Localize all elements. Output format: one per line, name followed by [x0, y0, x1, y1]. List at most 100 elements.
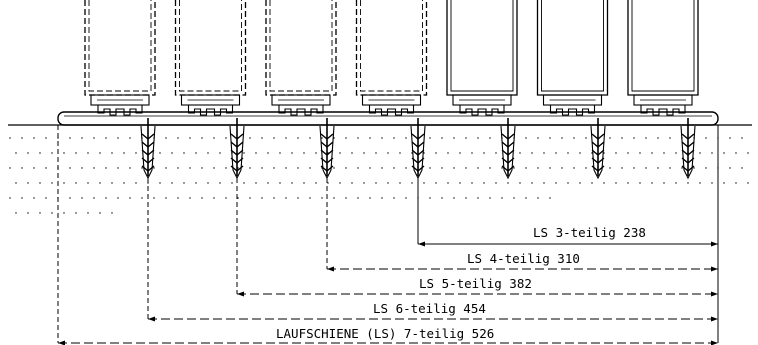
ground-dot: [567, 182, 569, 184]
ground-dot: [309, 167, 311, 169]
ground-dot: [663, 182, 665, 184]
ground-dot: [195, 182, 197, 184]
ground-dot: [87, 152, 89, 154]
ground-dot: [345, 167, 347, 169]
ground-dot: [651, 152, 653, 154]
ground-dot: [267, 152, 269, 154]
ground-dot: [135, 152, 137, 154]
ground-dot: [291, 182, 293, 184]
ground-dot: [687, 182, 689, 184]
ground-dot: [21, 197, 23, 199]
rail-runner: [368, 105, 415, 116]
ground-dot: [9, 137, 11, 139]
ground-dot: [603, 182, 605, 184]
ground-dot: [297, 197, 299, 199]
ground-dot: [297, 137, 299, 139]
ground-dot: [579, 152, 581, 154]
panel-glass: [179, 0, 242, 92]
panel-frame: [536, 0, 609, 96]
ground-dot: [327, 182, 329, 184]
ground-dot: [249, 137, 251, 139]
ground-dot: [303, 182, 305, 184]
ground-dot: [393, 167, 395, 169]
ground-dot: [339, 152, 341, 154]
ground-dot: [141, 197, 143, 199]
ground-dot: [369, 137, 371, 139]
ground-dot: [429, 137, 431, 139]
ground-dot: [345, 197, 347, 199]
ground-dot: [297, 167, 299, 169]
ground-dot: [657, 137, 659, 139]
ground-dot: [99, 152, 101, 154]
anchor-group: [140, 118, 696, 180]
ground-dot: [255, 152, 257, 154]
ground-dot: [645, 137, 647, 139]
ground-dot: [537, 167, 539, 169]
ground-dot: [423, 182, 425, 184]
ground-dot: [207, 182, 209, 184]
ground-dot: [39, 152, 41, 154]
ground-dot: [495, 152, 497, 154]
ground-dot: [345, 137, 347, 139]
ground-dot: [219, 182, 221, 184]
ground-dot: [273, 197, 275, 199]
ground-dot: [171, 152, 173, 154]
ground-dot: [111, 212, 113, 214]
ground-dot: [447, 152, 449, 154]
ground-dot: [477, 197, 479, 199]
dim-arrow-right: [711, 316, 718, 322]
ground-dot: [363, 152, 365, 154]
dim-label-ls6: LS 6-teilig 454: [373, 301, 486, 316]
ground-dot: [375, 152, 377, 154]
ground-dot: [75, 182, 77, 184]
ground-dot: [381, 197, 383, 199]
ground-dot: [741, 137, 743, 139]
ground-dot: [489, 197, 491, 199]
ground-dot: [441, 197, 443, 199]
ground-dot: [735, 182, 737, 184]
ground-dot: [375, 182, 377, 184]
ground-dot: [129, 167, 131, 169]
ground-dot: [81, 197, 83, 199]
ground-dot: [75, 152, 77, 154]
ground-dot: [303, 152, 305, 154]
panel-glass: [450, 0, 514, 92]
ground-dot: [51, 212, 53, 214]
ground-dot: [105, 137, 107, 139]
ground-dot: [273, 167, 275, 169]
ground-dot: [105, 167, 107, 169]
ground-dot: [267, 182, 269, 184]
ground-dot: [531, 182, 533, 184]
ground-dot: [711, 152, 713, 154]
ground-dot: [243, 182, 245, 184]
ground-dot: [69, 167, 71, 169]
rail-runner: [459, 105, 505, 116]
ground-dot: [369, 167, 371, 169]
rail-runner: [640, 105, 686, 116]
ground-dot: [237, 197, 239, 199]
ground-dot: [573, 167, 575, 169]
ground-dot: [669, 137, 671, 139]
ground-dot: [63, 212, 65, 214]
panel-glass: [541, 0, 604, 92]
ground-dot: [213, 167, 215, 169]
ground-dot: [153, 197, 155, 199]
ground-dot: [477, 137, 479, 139]
ground-dot: [249, 167, 251, 169]
wall-plug: [590, 125, 606, 180]
ground-dot: [171, 182, 173, 184]
ground-dot: [507, 182, 509, 184]
ground-dot: [639, 152, 641, 154]
ground-dot: [15, 212, 17, 214]
ground-dot: [177, 167, 179, 169]
ground-dot: [525, 137, 527, 139]
ground-dot: [315, 152, 317, 154]
wall-plug: [680, 125, 696, 180]
ground-dot: [393, 197, 395, 199]
ground-dot: [153, 167, 155, 169]
ground-dot: [51, 182, 53, 184]
ground-dot: [111, 152, 113, 154]
ground-dot: [279, 182, 281, 184]
ground-dot: [363, 182, 365, 184]
